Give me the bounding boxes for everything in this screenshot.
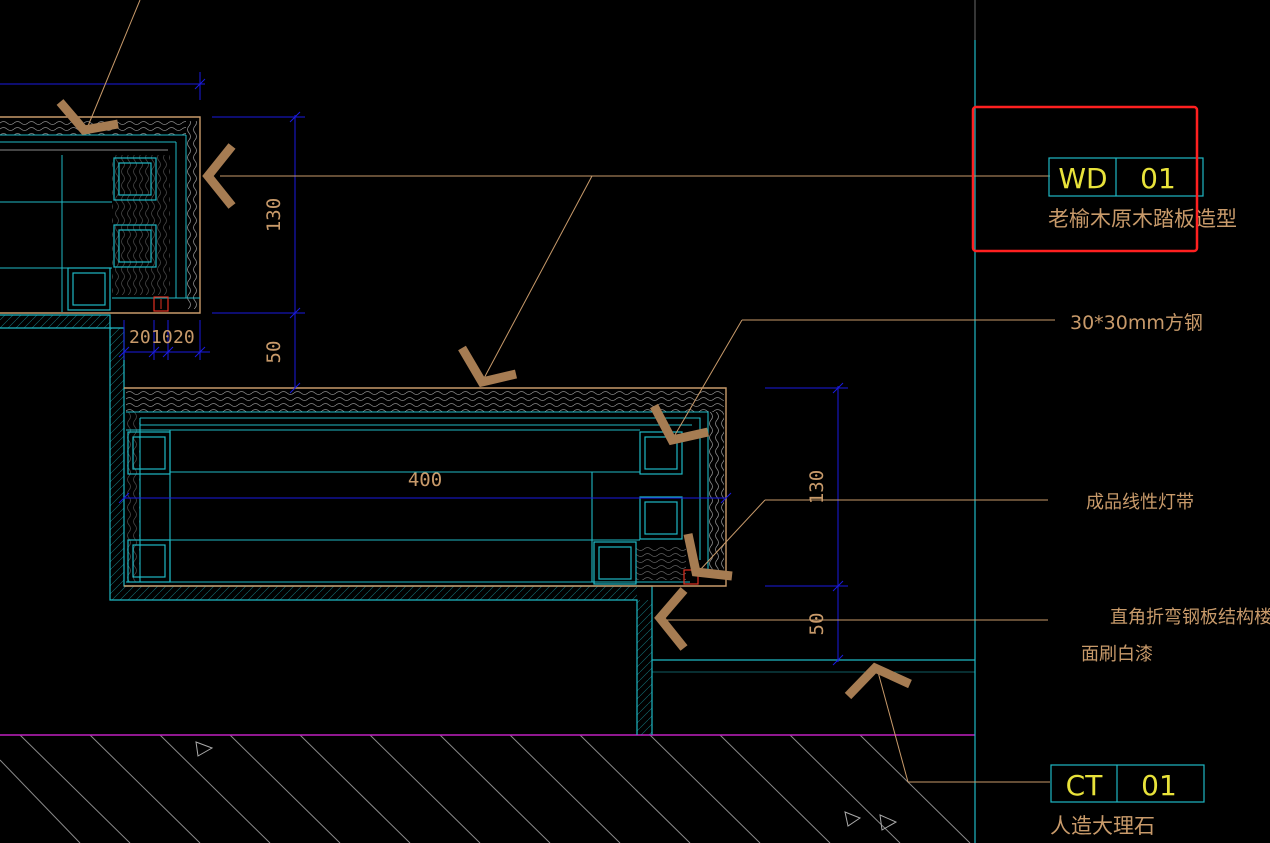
notes: 30*30mm方钢 成品线性灯带 直角折弯钢板结构楼梯 面刷白漆: [1070, 312, 1270, 665]
tag-ct-number: 01: [1141, 769, 1177, 802]
note-stair-line2: 面刷白漆: [1081, 644, 1153, 665]
tag-ct-label: 人造大理石: [1050, 814, 1155, 838]
leader-arrows: [56, 99, 912, 700]
dim-top-10: 10: [151, 327, 173, 348]
tag-ct: CT 01 人造大理石: [1050, 764, 1205, 838]
tag-wd-label: 老榆木原木踏板造型: [1048, 207, 1237, 231]
dim-right-50: 50: [806, 613, 828, 636]
note-steel: 30*30mm方钢: [1070, 312, 1203, 334]
dim-top-20b: 20: [173, 327, 195, 348]
dimension-lines: [0, 72, 848, 666]
note-stair-line1: 直角折弯钢板结构楼梯: [1110, 607, 1270, 628]
dim-top-130: 130: [263, 198, 285, 232]
dimension-texts: 130 50 20 10 20 400 130 50: [129, 198, 828, 636]
note-light: 成品线性灯带: [1086, 492, 1194, 513]
stair-steel-structure: [0, 314, 975, 735]
leader-lines: [87, 0, 1055, 783]
tag-wd-number: 01: [1140, 162, 1176, 195]
tag-wd: WD 01 老榆木原木踏板造型: [1048, 157, 1237, 231]
tag-ct-code: CT: [1066, 769, 1104, 802]
dim-top-50: 50: [263, 341, 285, 364]
floor-slab: [0, 734, 975, 843]
middle-step: [124, 387, 727, 587]
top-step: [0, 116, 201, 314]
tag-wd-code: WD: [1058, 162, 1107, 195]
dim-mid-400: 400: [408, 469, 442, 491]
dim-top-20a: 20: [129, 327, 151, 348]
dim-right-130: 130: [806, 470, 828, 504]
highlight-box: [971, 105, 1199, 253]
